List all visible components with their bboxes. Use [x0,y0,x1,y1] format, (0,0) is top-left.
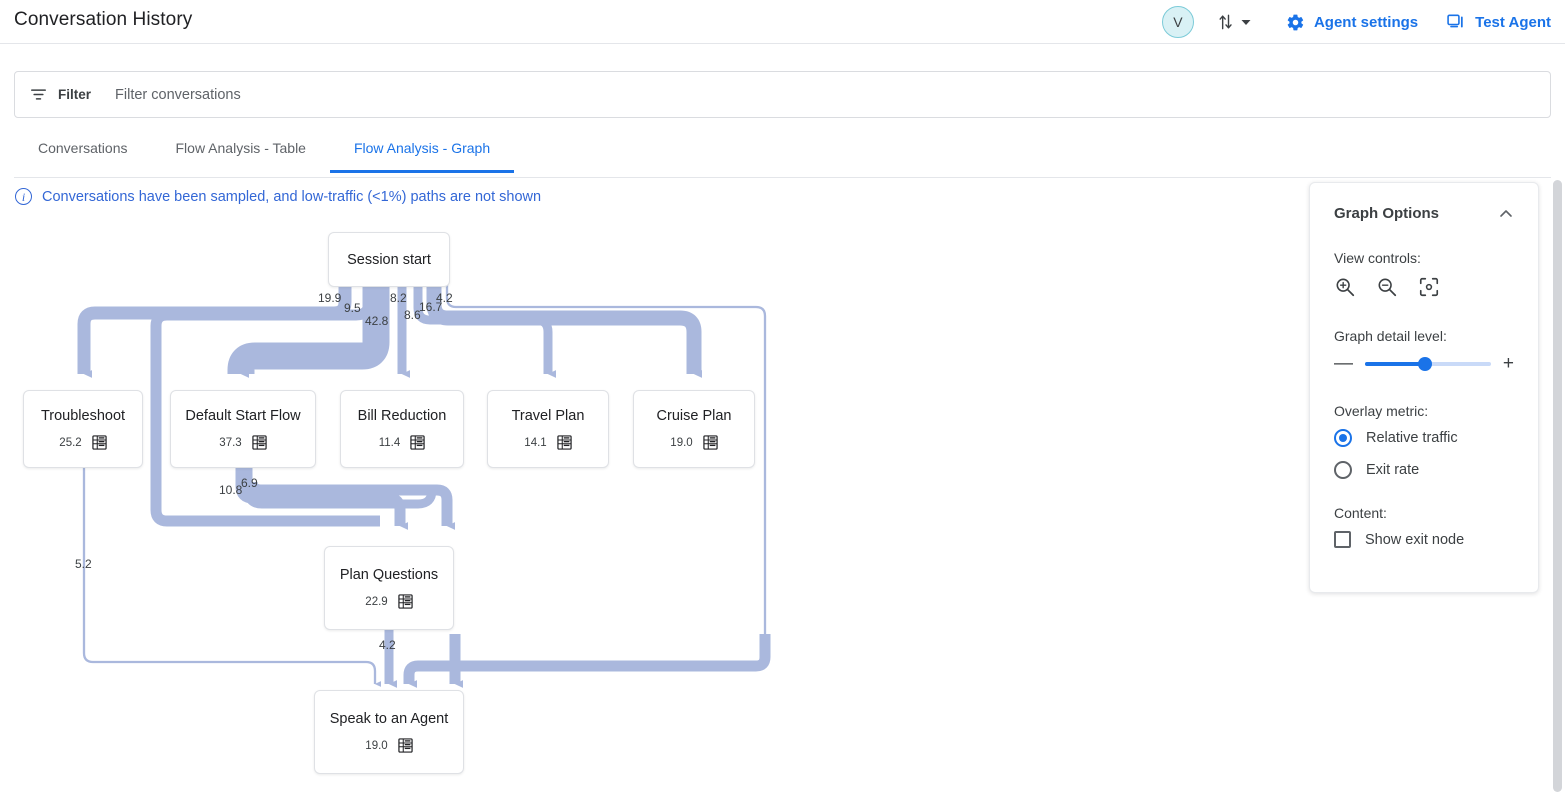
flow-graph-canvas[interactable]: Session start Troubleshoot 25.2 Default … [0,214,1548,798]
avatar[interactable]: V [1161,6,1194,38]
show-exit-node-label: Show exit node [1365,531,1465,548]
vertical-scrollbar[interactable] [1553,180,1562,792]
filter-bar: Filter [14,71,1551,118]
node-value: 14.1 [524,436,547,449]
test-agent-label: Test Agent [1475,13,1551,31]
node-meta: 37.3 [219,435,267,450]
info-icon: i [15,188,32,205]
zoom-in-icon[interactable] [1334,276,1356,298]
graph-options-header[interactable]: Graph Options [1334,183,1514,222]
view-controls-label: View controls: [1334,250,1421,266]
overlay-option-label: Relative traffic [1366,430,1458,446]
node-speak-to-an-agent[interactable]: Speak to an Agent 19.0 [314,690,464,774]
sort-updown-icon [1219,14,1232,30]
node-title: Troubleshoot [40,408,126,424]
node-meta: 14.1 [524,435,572,450]
agent-settings-label: Agent settings [1313,13,1419,31]
top-bar: Conversation History V Agent settings [0,0,1565,44]
detail-increase-button[interactable]: + [1502,353,1514,374]
overlay-option-relative-traffic[interactable]: Relative traffic [1334,429,1514,447]
node-value: 19.0 [670,436,693,449]
node-session-start[interactable]: Session start [328,232,450,287]
sampling-notice-text: Conversations have been sampled, and low… [42,188,542,205]
radio-exit-rate[interactable] [1334,461,1352,479]
node-troubleshoot[interactable]: Troubleshoot 25.2 [23,390,143,468]
node-title: Travel Plan [511,408,585,424]
show-exit-node-checkbox[interactable] [1334,531,1351,548]
chevron-down-icon [1241,20,1251,25]
node-default-start-flow[interactable]: Default Start Flow 37.3 [170,390,316,468]
node-cruise-plan[interactable]: Cruise Plan 19.0 [633,390,755,468]
overlay-option-label: Exit rate [1366,462,1420,478]
node-plan-questions[interactable]: Plan Questions 22.9 [324,546,454,630]
agent-settings-button[interactable]: Agent settings [1286,13,1418,32]
sort-control[interactable] [1216,12,1252,32]
tab-conversations[interactable]: Conversations [38,140,128,156]
list-icon[interactable] [557,435,572,450]
chat-bubble-icon [1447,14,1463,28]
filter-icon[interactable] [29,85,48,104]
node-title: Default Start Flow [185,408,301,424]
tab-flow-analysis-graph[interactable]: Flow Analysis - Graph [329,134,515,173]
node-meta: 19.0 [670,435,718,450]
chevron-up-icon[interactable] [1498,206,1514,222]
tab-bar: Conversations Flow Analysis - Table Flow… [14,134,1551,178]
radio-relative-traffic[interactable] [1334,429,1352,447]
node-title: Session start [347,251,431,268]
detail-level-label: Graph detail level: [1334,328,1447,344]
show-exit-node-row[interactable]: Show exit node [1334,531,1514,548]
node-meta: 22.9 [365,594,413,609]
node-value: 11.4 [378,436,401,449]
gear-icon [1287,14,1304,30]
node-value: 22.9 [365,595,388,608]
zoom-out-icon[interactable] [1376,276,1398,298]
fit-to-screen-icon[interactable] [1418,276,1440,298]
list-icon[interactable] [703,435,718,450]
node-title: Speak to an Agent [329,711,449,727]
list-icon[interactable] [252,435,267,450]
graph-options-panel: Graph Options View controls: Graph detai… [1309,182,1539,593]
content-label: Content: [1334,505,1387,521]
graph-options-title: Graph Options [1334,205,1439,222]
list-icon[interactable] [92,435,107,450]
node-travel-plan[interactable]: Travel Plan 14.1 [487,390,609,468]
node-meta: 11.4 [379,435,426,450]
view-controls [1334,276,1514,298]
list-icon[interactable] [398,594,413,609]
node-title: Plan Questions [339,567,439,583]
node-title: Cruise Plan [656,408,732,424]
node-meta: 25.2 [59,435,107,450]
detail-slider-thumb[interactable] [1418,356,1433,371]
tab-flow-analysis-table[interactable]: Flow Analysis - Table [175,140,306,156]
node-value: 19.0 [365,739,388,752]
detail-level-slider-row: — + [1334,354,1514,373]
test-agent-button[interactable]: Test Agent [1446,12,1551,32]
filter-label: Filter [58,87,92,102]
top-bar-actions: V Agent settings Test Agent [1161,0,1557,44]
node-bill-reduction[interactable]: Bill Reduction 11.4 [340,390,464,468]
overlay-option-exit-rate[interactable]: Exit rate [1334,461,1514,479]
detail-slider-track[interactable] [1365,356,1491,371]
detail-decrease-button[interactable]: — [1334,353,1353,374]
node-title: Bill Reduction [357,408,447,424]
detail-slider-fill [1365,361,1426,366]
list-icon[interactable] [410,435,425,450]
node-meta: 19.0 [365,738,413,753]
flow-graph-edges [77,285,771,688]
list-icon[interactable] [398,738,413,753]
avatar-initial: V [1173,14,1183,30]
node-value: 25.2 [59,436,82,449]
page-title: Conversation History [14,9,193,30]
overlay-metric-label: Overlay metric: [1334,403,1429,419]
node-value: 37.3 [219,436,242,449]
filter-input[interactable] [113,85,534,104]
sampling-notice: i Conversations have been sampled, and l… [15,188,541,205]
